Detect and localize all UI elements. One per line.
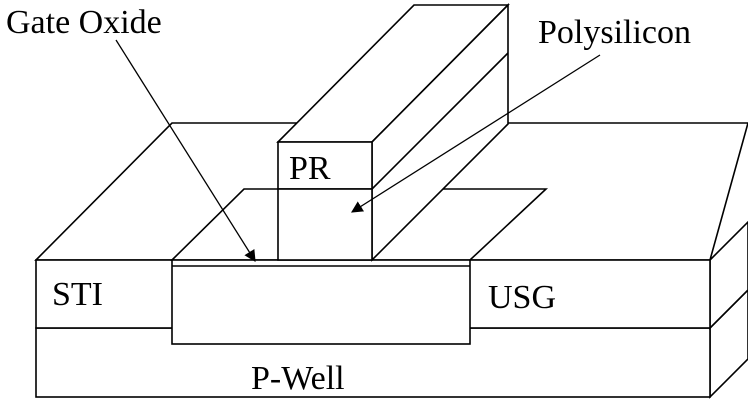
pr-front-face [277, 141, 373, 190]
polysilicon-arrow [351, 54, 601, 213]
sti-label: STI [52, 276, 103, 313]
polysilicon-front-face [277, 188, 373, 261]
gate-oxide-arrow [115, 39, 256, 262]
active-area-front-face [171, 259, 471, 345]
p-well-layer [35, 288, 748, 399]
usg-label: USG [488, 279, 556, 316]
pr-label: PR [289, 150, 331, 187]
polysilicon-label: Polysilicon [538, 14, 691, 51]
gate-oxide-label: Gate Oxide [6, 4, 162, 41]
p-well-label: P-Well [251, 360, 345, 397]
p-well-front-face [35, 327, 711, 398]
gate-stack [276, 3, 510, 262]
pr-poly-interface-side [371, 52, 509, 190]
